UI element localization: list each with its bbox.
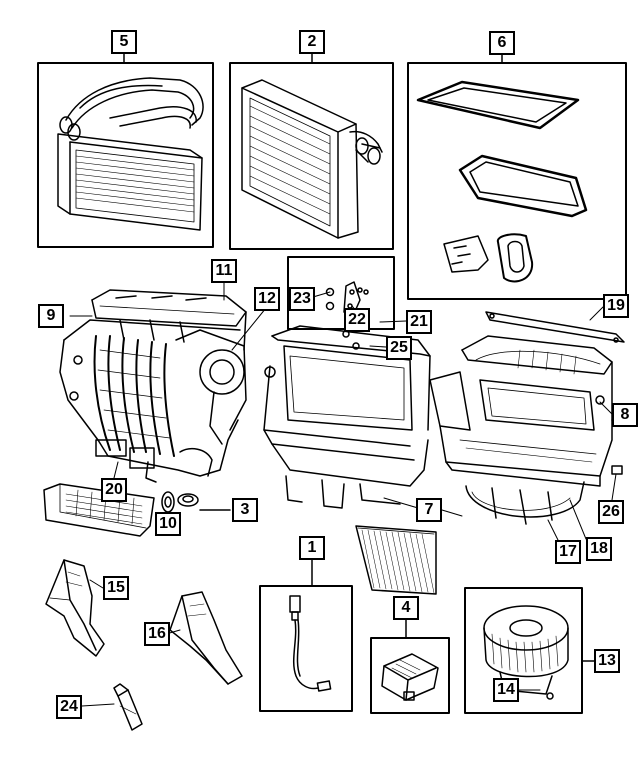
callout-1[interactable]: 1 (299, 536, 325, 560)
callout-24[interactable]: 24 (56, 695, 82, 719)
callout-3[interactable]: 3 (232, 498, 258, 522)
callout-7[interactable]: 7 (416, 498, 442, 522)
blower-resistor-drawing (381, 653, 439, 701)
air-duct-right-drawing (169, 591, 243, 685)
frame-leaders (123, 52, 595, 662)
callout-21[interactable]: 21 (406, 310, 432, 334)
callout-16[interactable]: 16 (144, 622, 170, 646)
callout-12[interactable]: 12 (254, 287, 280, 311)
callout-25[interactable]: 25 (386, 336, 412, 360)
frame-seals (407, 62, 627, 300)
heater-core-drawing (57, 77, 204, 231)
frame-blower-motor (464, 587, 583, 714)
hvac-housing-left-drawing (59, 289, 247, 483)
frame-resistor (370, 637, 450, 714)
callout-26[interactable]: 26 (598, 500, 624, 524)
callout-22[interactable]: 22 (344, 308, 370, 332)
filter-grille-drawing (43, 483, 155, 537)
callout-17[interactable]: 17 (555, 540, 581, 564)
blower-housing-right-drawing (429, 311, 625, 525)
evaporator-drawing (241, 79, 383, 239)
frame-expansion-valve (287, 256, 395, 330)
grommets-drawing (161, 491, 231, 513)
callout-18[interactable]: 18 (586, 537, 612, 561)
cabin-filter-drawing (355, 525, 437, 595)
callout-5[interactable]: 5 (111, 30, 137, 54)
callout-20[interactable]: 20 (101, 478, 127, 502)
adhesive-tube-drawing (113, 683, 143, 731)
callout-8[interactable]: 8 (612, 403, 638, 427)
frame-wiring (259, 585, 353, 712)
seals-drawing (416, 80, 588, 283)
callout-14[interactable]: 14 (493, 678, 519, 702)
wiring-harness-drawing (289, 595, 332, 692)
callout-15[interactable]: 15 (103, 576, 129, 600)
callout-23[interactable]: 23 (289, 287, 315, 311)
callout-13[interactable]: 13 (594, 649, 620, 673)
air-duct-left-drawing (45, 559, 105, 657)
callout-9[interactable]: 9 (38, 304, 64, 328)
blower-motor-drawing (483, 605, 569, 700)
callout-11[interactable]: 11 (211, 259, 237, 283)
callout-4[interactable]: 4 (393, 596, 419, 620)
hvac-housing-center-drawing (263, 325, 431, 509)
callout-2[interactable]: 2 (299, 30, 325, 54)
callout-19[interactable]: 19 (603, 294, 629, 318)
callout-6[interactable]: 6 (489, 31, 515, 55)
frame-heater-core (37, 62, 214, 248)
callout-10[interactable]: 10 (155, 512, 181, 536)
